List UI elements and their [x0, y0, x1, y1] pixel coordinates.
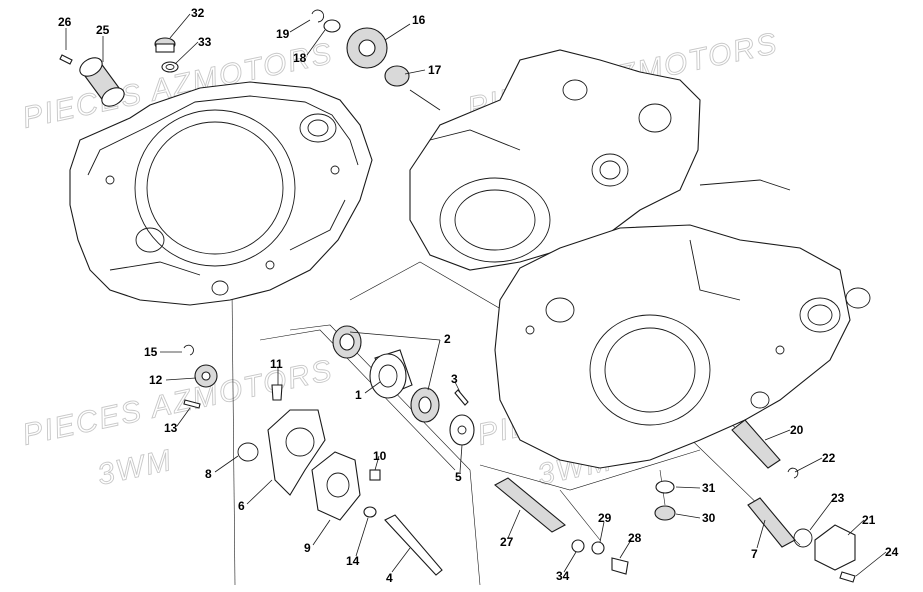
callout-26: 26	[58, 15, 72, 29]
part-bolt-26	[59, 54, 73, 65]
part-oil-filter	[79, 57, 125, 107]
callout-25: 25	[96, 23, 110, 37]
part-plug-30	[654, 505, 676, 521]
callout-11: 11	[270, 357, 283, 371]
part-pin-3	[454, 389, 469, 406]
callout-18: 18	[293, 51, 307, 65]
callout-17: 17	[428, 63, 442, 77]
leader-lines	[65, 13, 887, 577]
callout-15: 15	[144, 345, 158, 359]
callout-34: 34	[556, 569, 570, 583]
callout-12: 12	[149, 373, 163, 387]
part-pump-housing-1	[369, 349, 413, 399]
callout-23: 23	[831, 491, 845, 505]
callout-29: 29	[598, 511, 612, 525]
callout-22: 22	[822, 451, 836, 465]
callout-31: 31	[702, 481, 716, 495]
callout-28: 28	[628, 531, 642, 545]
part-screw-24	[839, 571, 856, 583]
part-bolt-28	[611, 557, 629, 575]
part-pump-housing-6	[267, 409, 326, 496]
crankcase-back-half	[409, 49, 791, 271]
callout-4: 4	[386, 571, 393, 585]
part-gear-16	[346, 27, 388, 69]
part-washer-31	[655, 480, 675, 494]
part-oring-23	[793, 528, 813, 548]
part-circlip-19	[311, 9, 325, 23]
callout-27: 27	[500, 535, 514, 549]
watermark-line2-c: 3WM	[95, 444, 176, 492]
callout-5: 5	[455, 470, 462, 484]
callout-24: 24	[885, 545, 899, 559]
callout-10: 10	[373, 449, 387, 463]
callout-33: 33	[198, 35, 212, 49]
callout-16: 16	[412, 13, 426, 27]
part-washer-33	[161, 61, 179, 73]
part-screen-27	[494, 477, 566, 533]
callout-8: 8	[205, 467, 212, 481]
part-pin-13	[183, 399, 201, 409]
callout-6: 6	[238, 499, 245, 513]
part-pump-cover-5	[449, 414, 475, 446]
part-oring-8	[237, 442, 259, 462]
callout-20: 20	[790, 423, 804, 437]
part-washer-29	[591, 541, 605, 555]
crankcase-front-half	[494, 224, 871, 469]
part-pump-rotor-outer	[332, 325, 362, 359]
left-crankcase	[69, 81, 373, 306]
callout-2: 2	[444, 332, 451, 346]
callout-labels: 26 25 32 33 19 18 16 17 15 12 13 11 8 6 …	[58, 6, 899, 585]
part-washer-34	[571, 539, 585, 553]
callout-21: 21	[862, 513, 876, 527]
callout-30: 30	[702, 511, 716, 525]
part-washer-18	[323, 19, 341, 33]
part-washer-14	[363, 506, 377, 518]
part-strainer-7	[747, 497, 796, 548]
part-pump-cover-9	[311, 451, 361, 521]
callout-9: 9	[304, 541, 311, 555]
callout-32: 32	[191, 6, 205, 20]
part-plug-32	[154, 37, 176, 53]
part-gear-12	[194, 364, 218, 388]
callout-14: 14	[346, 554, 360, 568]
part-filter-20	[731, 419, 781, 469]
callout-13: 13	[164, 421, 178, 435]
part-pump-rotor-2	[410, 387, 440, 423]
callout-3: 3	[451, 372, 458, 386]
callout-19: 19	[276, 27, 290, 41]
part-shaft-4	[384, 514, 443, 576]
callout-7: 7	[751, 547, 758, 561]
part-circlip-15	[183, 344, 194, 356]
callout-1: 1	[355, 388, 362, 402]
part-bearing-17	[384, 65, 441, 111]
part-clip-22	[787, 467, 799, 479]
part-bolt-11	[271, 384, 283, 401]
part-cover-21	[814, 524, 856, 571]
part-bushing-10	[369, 469, 381, 481]
